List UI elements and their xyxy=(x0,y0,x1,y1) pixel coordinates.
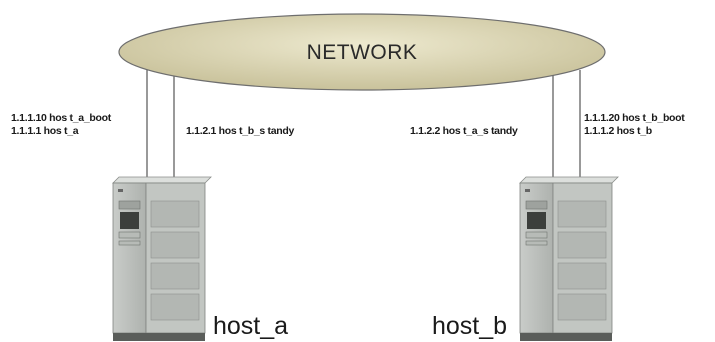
network-label: NETWORK xyxy=(307,41,418,64)
server-display xyxy=(527,212,546,229)
server-top xyxy=(112,176,212,184)
server-top xyxy=(519,176,619,184)
host-b-service-address: 1.1.1.2 hos t_b xyxy=(584,125,652,137)
server-indicator xyxy=(118,189,123,192)
server-base xyxy=(520,333,612,341)
host-a-boot-address: 1.1.1.10 hos t_a_boot xyxy=(11,112,112,124)
server-host-a xyxy=(112,176,212,341)
server-bay-3 xyxy=(557,262,607,290)
server-slot-mid xyxy=(118,231,141,239)
server-base xyxy=(113,333,205,341)
connection-lines xyxy=(146,70,581,181)
server-bay-2 xyxy=(557,231,607,259)
host-a-standby-address: 1.1.2.1 hos t_b_s tandy xyxy=(186,125,295,137)
server-display xyxy=(120,212,139,229)
server-bay-4 xyxy=(557,293,607,321)
server-indicator xyxy=(525,189,530,192)
host-b-standby-address: 1.1.2.2 hos t_a_s tandy xyxy=(410,125,518,137)
server-bay-2 xyxy=(150,231,200,259)
server-host-b xyxy=(519,176,619,341)
server-bay-4 xyxy=(150,293,200,321)
host-b-boot-address: 1.1.1.20 hos t_b_boot xyxy=(584,112,685,124)
server-slot-low xyxy=(118,240,141,246)
server-slot-low xyxy=(525,240,548,246)
host-a-name: host_a xyxy=(213,312,288,340)
server-slot-mid xyxy=(525,231,548,239)
network-cloud: NETWORK xyxy=(118,13,606,91)
server-bay-1 xyxy=(150,200,200,228)
server-slot-top xyxy=(525,200,548,210)
server-bay-1 xyxy=(557,200,607,228)
host-b-name: host_b xyxy=(432,312,507,340)
server-bay-3 xyxy=(150,262,200,290)
network-ellipse xyxy=(118,13,606,91)
server-slot-top xyxy=(118,200,141,210)
host-a-service-address: 1.1.1.1 hos t_a xyxy=(11,125,79,137)
